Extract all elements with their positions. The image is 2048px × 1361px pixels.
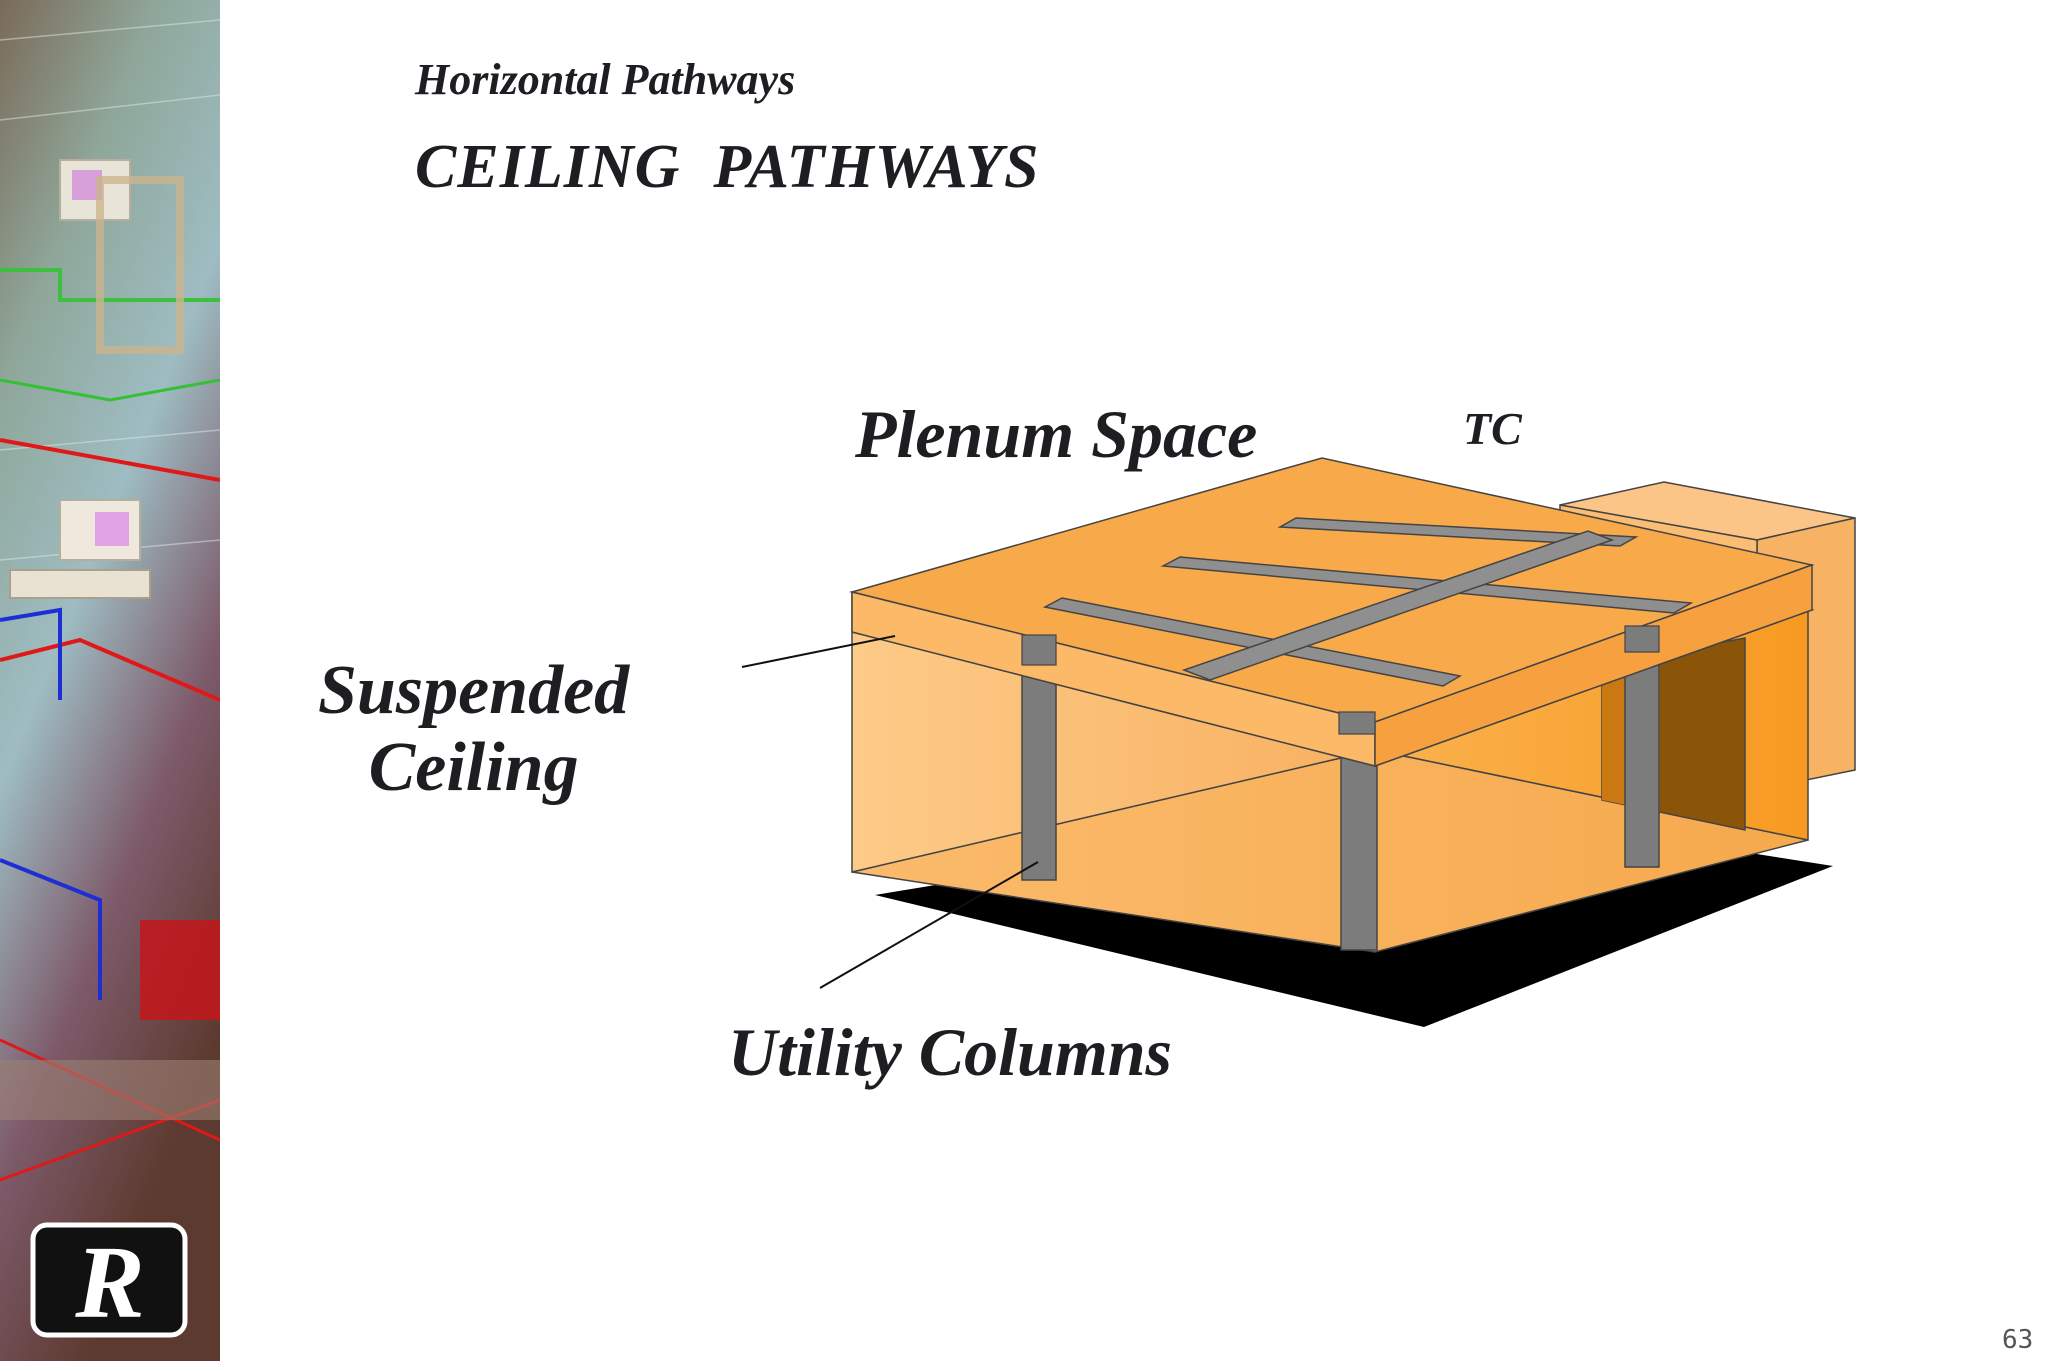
suspended-leader-line — [741, 635, 896, 668]
utility-columns — [1021, 659, 1660, 951]
utility-column — [1021, 659, 1057, 881]
column-stub — [1624, 625, 1660, 653]
suspended-label-line2: Ceiling — [368, 729, 579, 806]
slide-subtitle: Horizontal Pathways — [415, 55, 796, 104]
cable-tray — [1042, 597, 1463, 687]
suspended-label-line1: Suspended — [318, 652, 630, 729]
utility-column — [1340, 749, 1378, 951]
cable-trays — [1042, 517, 1694, 687]
suspended-ceiling-label: Suspended Ceiling — [318, 652, 629, 806]
tc-label: TC — [1463, 403, 1522, 454]
plenum-space-label: Plenum Space — [855, 396, 1258, 472]
utility-columns-label: Utility Columns — [728, 1014, 1172, 1090]
plenum-right-edge — [1374, 563, 1813, 768]
logo-letter: R — [74, 1225, 144, 1338]
page-number: 63 — [2002, 1325, 2034, 1355]
slide-title: CEILING PATHWAYS — [415, 133, 1040, 201]
cable-tray — [1277, 517, 1639, 547]
utility-leader-line — [819, 861, 1039, 989]
cable-tray — [1160, 556, 1694, 614]
utility-column — [1624, 659, 1660, 868]
company-logo: R — [30, 1222, 188, 1340]
r-logo-icon: R — [30, 1222, 188, 1340]
decorative-side-strip — [0, 0, 220, 1361]
column-stub — [1338, 711, 1376, 735]
office-illustration — [0, 0, 220, 1361]
cable-tray — [1181, 530, 1615, 681]
column-stub — [1021, 634, 1057, 666]
